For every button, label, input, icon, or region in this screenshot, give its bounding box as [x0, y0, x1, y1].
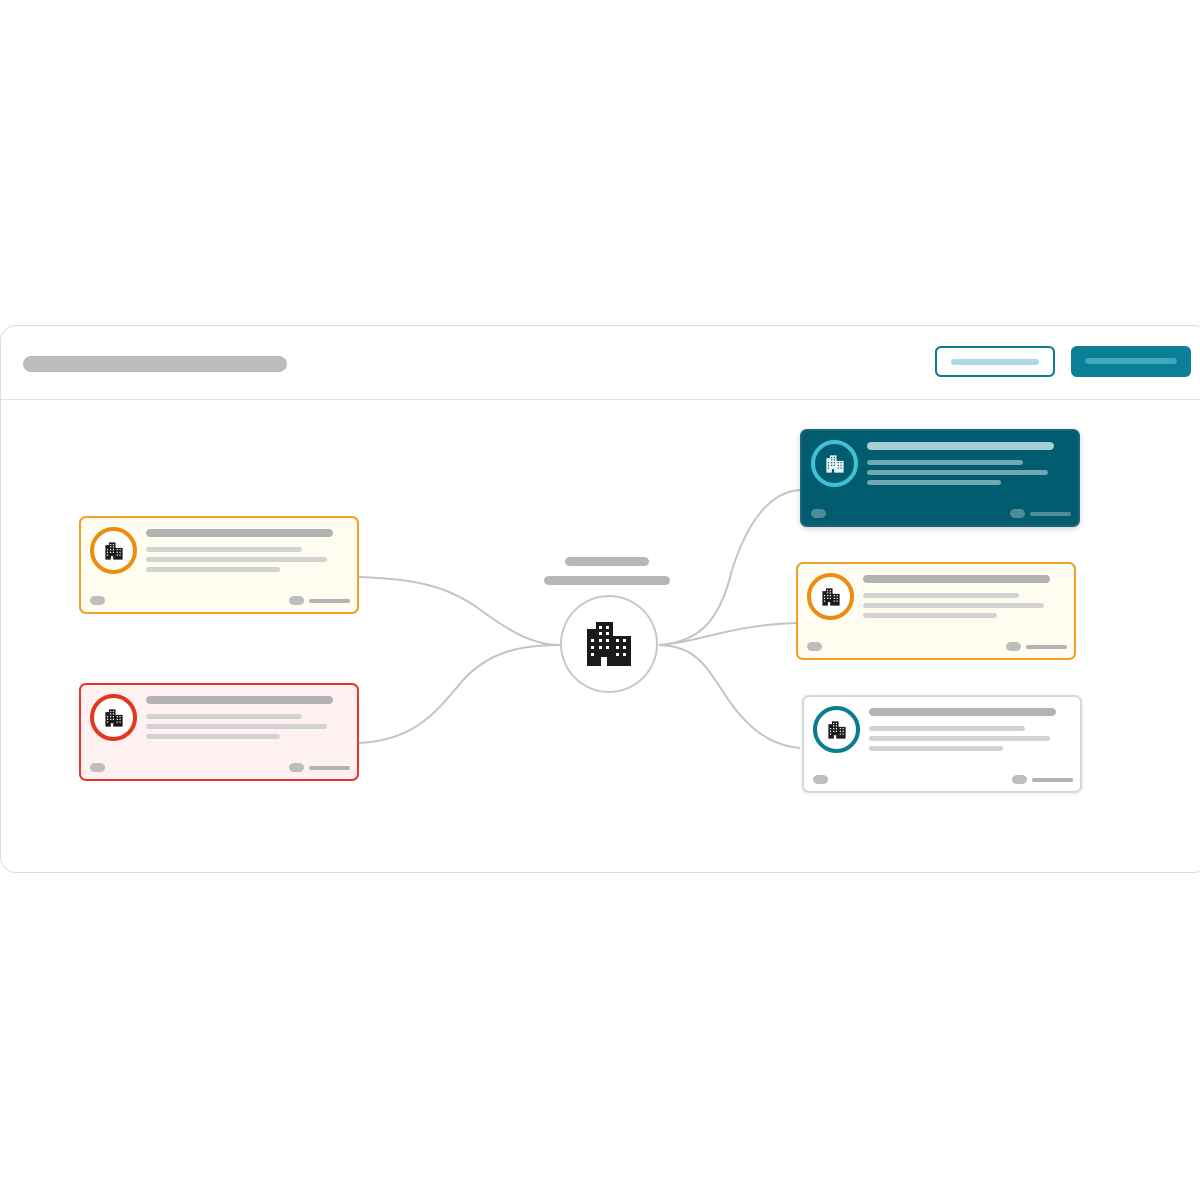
- card-badge-placeholder: [811, 509, 826, 518]
- card-meta-placeholder: [309, 599, 350, 603]
- card-text-placeholder: [869, 746, 1003, 751]
- card-title-placeholder: [867, 442, 1054, 450]
- org-card-default[interactable]: [802, 695, 1082, 793]
- card-badge-placeholder: [289, 596, 304, 605]
- card-meta-placeholder: [1032, 778, 1073, 782]
- card-title-placeholder: [869, 708, 1056, 716]
- card-meta-placeholder: [309, 766, 350, 770]
- panel-header: [1, 326, 1200, 400]
- avatar: [90, 527, 137, 574]
- org-card-warning[interactable]: [79, 516, 359, 614]
- card-text-placeholder: [146, 567, 280, 572]
- secondary-button[interactable]: [935, 346, 1055, 377]
- org-card-danger[interactable]: [79, 683, 359, 781]
- avatar: [813, 706, 860, 753]
- card-text-placeholder: [867, 460, 1023, 465]
- card-badge-placeholder: [1012, 775, 1027, 784]
- card-badge-placeholder: [90, 596, 105, 605]
- avatar: [811, 440, 858, 487]
- card-meta-placeholder: [1030, 512, 1071, 516]
- connector-line: [358, 644, 561, 744]
- card-text-placeholder: [869, 736, 1050, 741]
- card-badge-placeholder: [90, 763, 105, 772]
- connector-line: [658, 644, 801, 749]
- page-title-placeholder: [23, 356, 287, 372]
- avatar: [90, 694, 137, 741]
- avatar: [807, 573, 854, 620]
- building-icon: [104, 708, 123, 727]
- card-badge-placeholder: [1006, 642, 1021, 651]
- card-text-placeholder: [146, 547, 302, 552]
- card-text-placeholder: [146, 714, 302, 719]
- org-card-warning[interactable]: [796, 562, 1076, 660]
- card-meta-placeholder: [1026, 645, 1067, 649]
- card-badge-placeholder: [807, 642, 822, 651]
- hub-title-placeholder: [565, 557, 649, 566]
- card-badge-placeholder: [813, 775, 828, 784]
- building-icon: [104, 541, 123, 560]
- card-text-placeholder: [863, 603, 1044, 608]
- card-text-placeholder: [867, 470, 1048, 475]
- card-text-placeholder: [146, 724, 327, 729]
- hub-subtitle-placeholder: [544, 576, 670, 585]
- card-title-placeholder: [146, 529, 333, 537]
- building-icon: [821, 587, 840, 606]
- card-badge-placeholder: [1010, 509, 1025, 518]
- card-title-placeholder: [146, 696, 333, 704]
- primary-button[interactable]: [1071, 346, 1191, 377]
- card-text-placeholder: [863, 593, 1019, 598]
- org-card-selected[interactable]: [800, 429, 1080, 527]
- card-title-placeholder: [863, 575, 1050, 583]
- card-text-placeholder: [867, 480, 1001, 485]
- building-icon: [825, 454, 844, 473]
- building-icon: [827, 720, 846, 739]
- card-text-placeholder: [869, 726, 1025, 731]
- card-text-placeholder: [863, 613, 997, 618]
- connector-line: [658, 622, 798, 646]
- hub-node[interactable]: [560, 595, 658, 693]
- connector-line: [358, 576, 561, 646]
- card-text-placeholder: [146, 734, 280, 739]
- primary-button-label-placeholder: [1085, 358, 1177, 364]
- card-badge-placeholder: [289, 763, 304, 772]
- card-text-placeholder: [146, 557, 327, 562]
- secondary-button-label-placeholder: [951, 359, 1039, 365]
- building-icon: [587, 622, 631, 666]
- connector-line: [658, 489, 801, 646]
